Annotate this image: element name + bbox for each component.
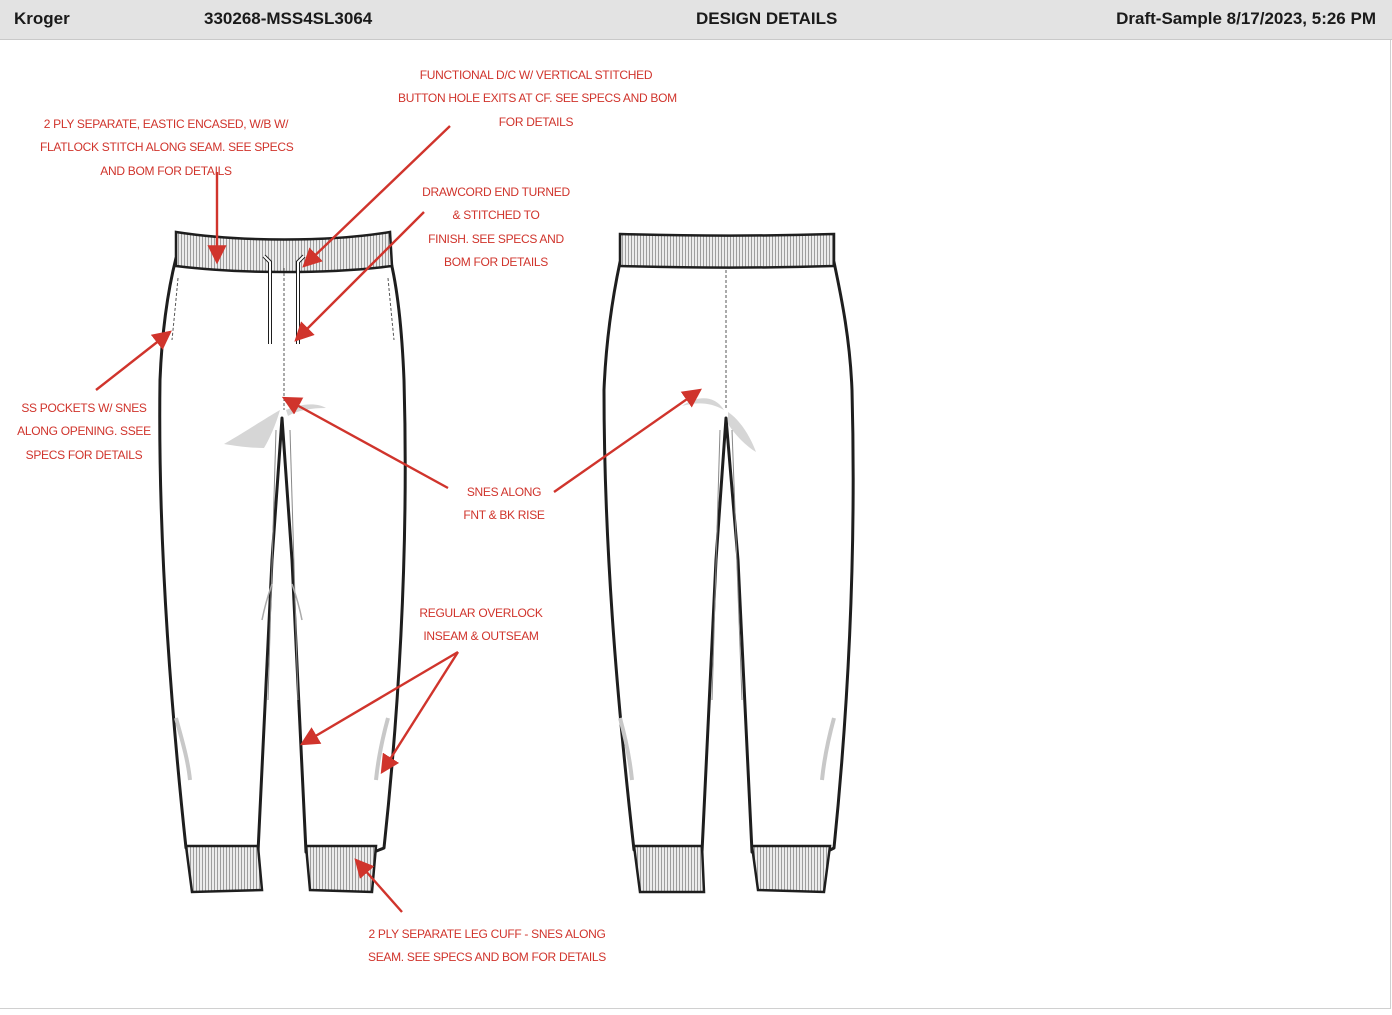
arrow-pockets: [95, 330, 172, 391]
back-view-pants: [602, 232, 855, 894]
callout-buttonhole: FUNCTIONAL D/C W/ VERTICAL STITCHED BUTT…: [398, 68, 677, 129]
callout-pockets: SS POCKETS W/ SNES ALONG OPENING. SSEE S…: [17, 401, 151, 462]
annotation-arrows: [95, 125, 702, 913]
front-pants-body: [158, 256, 407, 854]
arrow-drawcord: [294, 211, 425, 342]
front-left-cuff: [184, 844, 264, 894]
front-right-cuff: [304, 844, 378, 894]
back-right-cuff: [750, 844, 832, 894]
arrow-back-rise: [553, 388, 702, 493]
back-waistband: [618, 232, 836, 269]
callout-rise: SNES ALONG FNT & BK RISE: [463, 485, 545, 523]
front-view-pants: [158, 230, 407, 894]
callout-overlock: REGULAR OVERLOCK INSEAM & OUTSEAM: [419, 606, 543, 644]
back-pants-body: [602, 260, 855, 854]
arrow-inseam: [299, 650, 459, 746]
arrow-buttonhole: [302, 125, 451, 268]
section-title: DESIGN DETAILS: [696, 9, 838, 28]
back-left-cuff: [632, 844, 706, 894]
brand-name: Kroger: [14, 9, 70, 28]
front-waistband: [174, 230, 394, 274]
callout-waistband: 2 PLY SEPARATE, EASTIC ENCASED, W/B W/ F…: [40, 117, 294, 178]
callout-cuff: 2 PLY SEPARATE LEG CUFF - SNES ALONG SEA…: [367, 927, 606, 965]
draft-status: Draft-Sample 8/17/2023, 5:26 PM: [1116, 9, 1376, 28]
arrow-cuff: [354, 858, 403, 913]
sketch-frame: [0, 40, 1391, 1009]
page-header: Kroger 330268-MSS4SL3064 DESIGN DETAILS …: [0, 0, 1392, 40]
style-number: 330268-MSS4SL3064: [204, 9, 373, 28]
callout-drawcord: DRAWCORD END TURNED & STITCHED TO FINISH…: [422, 185, 570, 269]
arrow-outseam: [380, 651, 460, 775]
arrow-front-rise: [281, 396, 449, 490]
